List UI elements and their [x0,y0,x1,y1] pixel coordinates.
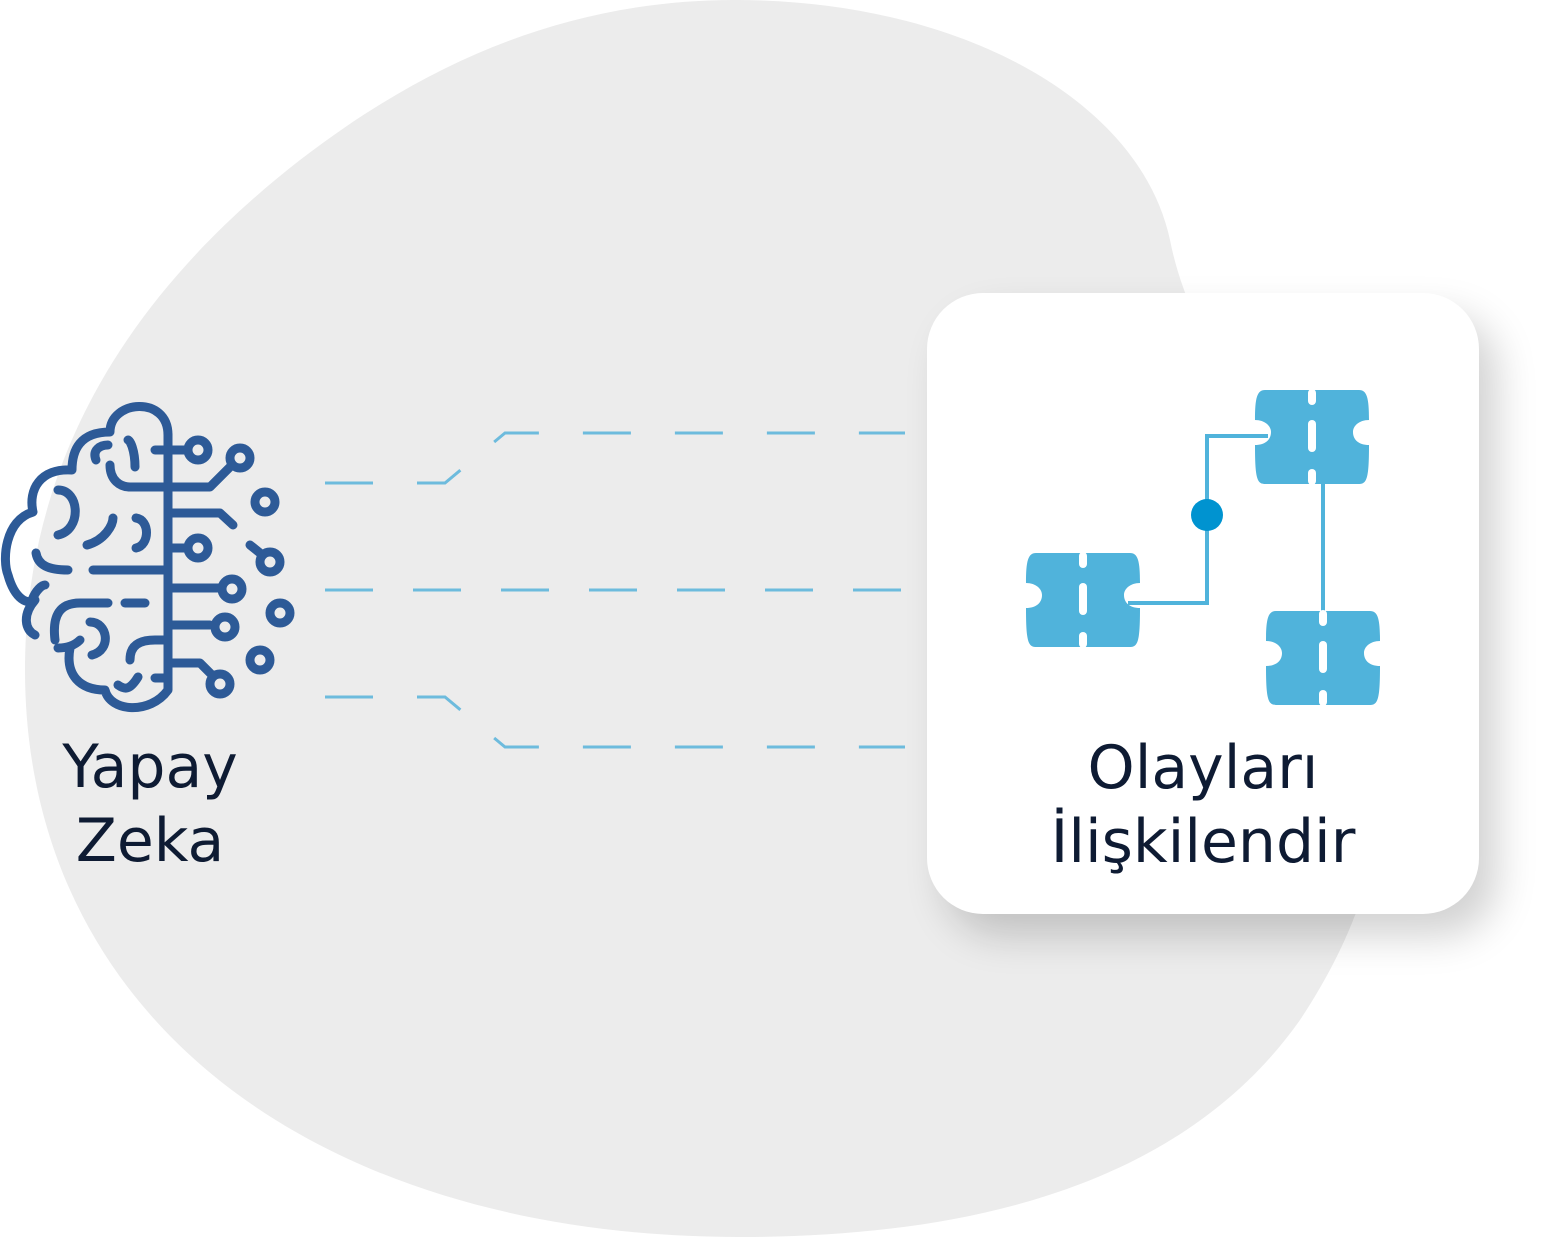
ai-label-line1: Yapay [62,732,238,802]
puzzle-piece-top [1255,389,1369,485]
puzzle-piece-bottom [1266,610,1380,706]
connection-dot [1191,499,1223,531]
ai-label-line2: Zeka [75,806,225,876]
connector-bottom [325,695,905,749]
correlate-events-card: Olayları İlişkilendir [927,293,1479,914]
card-label: Olayları İlişkilendir [927,731,1479,879]
ai-label: Yapay Zeka [20,730,280,878]
connector-top [325,431,905,485]
card-label-line2: İlişkilendir [1050,807,1356,877]
brain-circuit-icon [0,402,295,713]
puzzle-piece-left [1026,552,1140,648]
card-label-line1: Olayları [1087,733,1319,803]
connector-dashes [325,431,905,749]
puzzle-network-icon [1026,389,1380,706]
